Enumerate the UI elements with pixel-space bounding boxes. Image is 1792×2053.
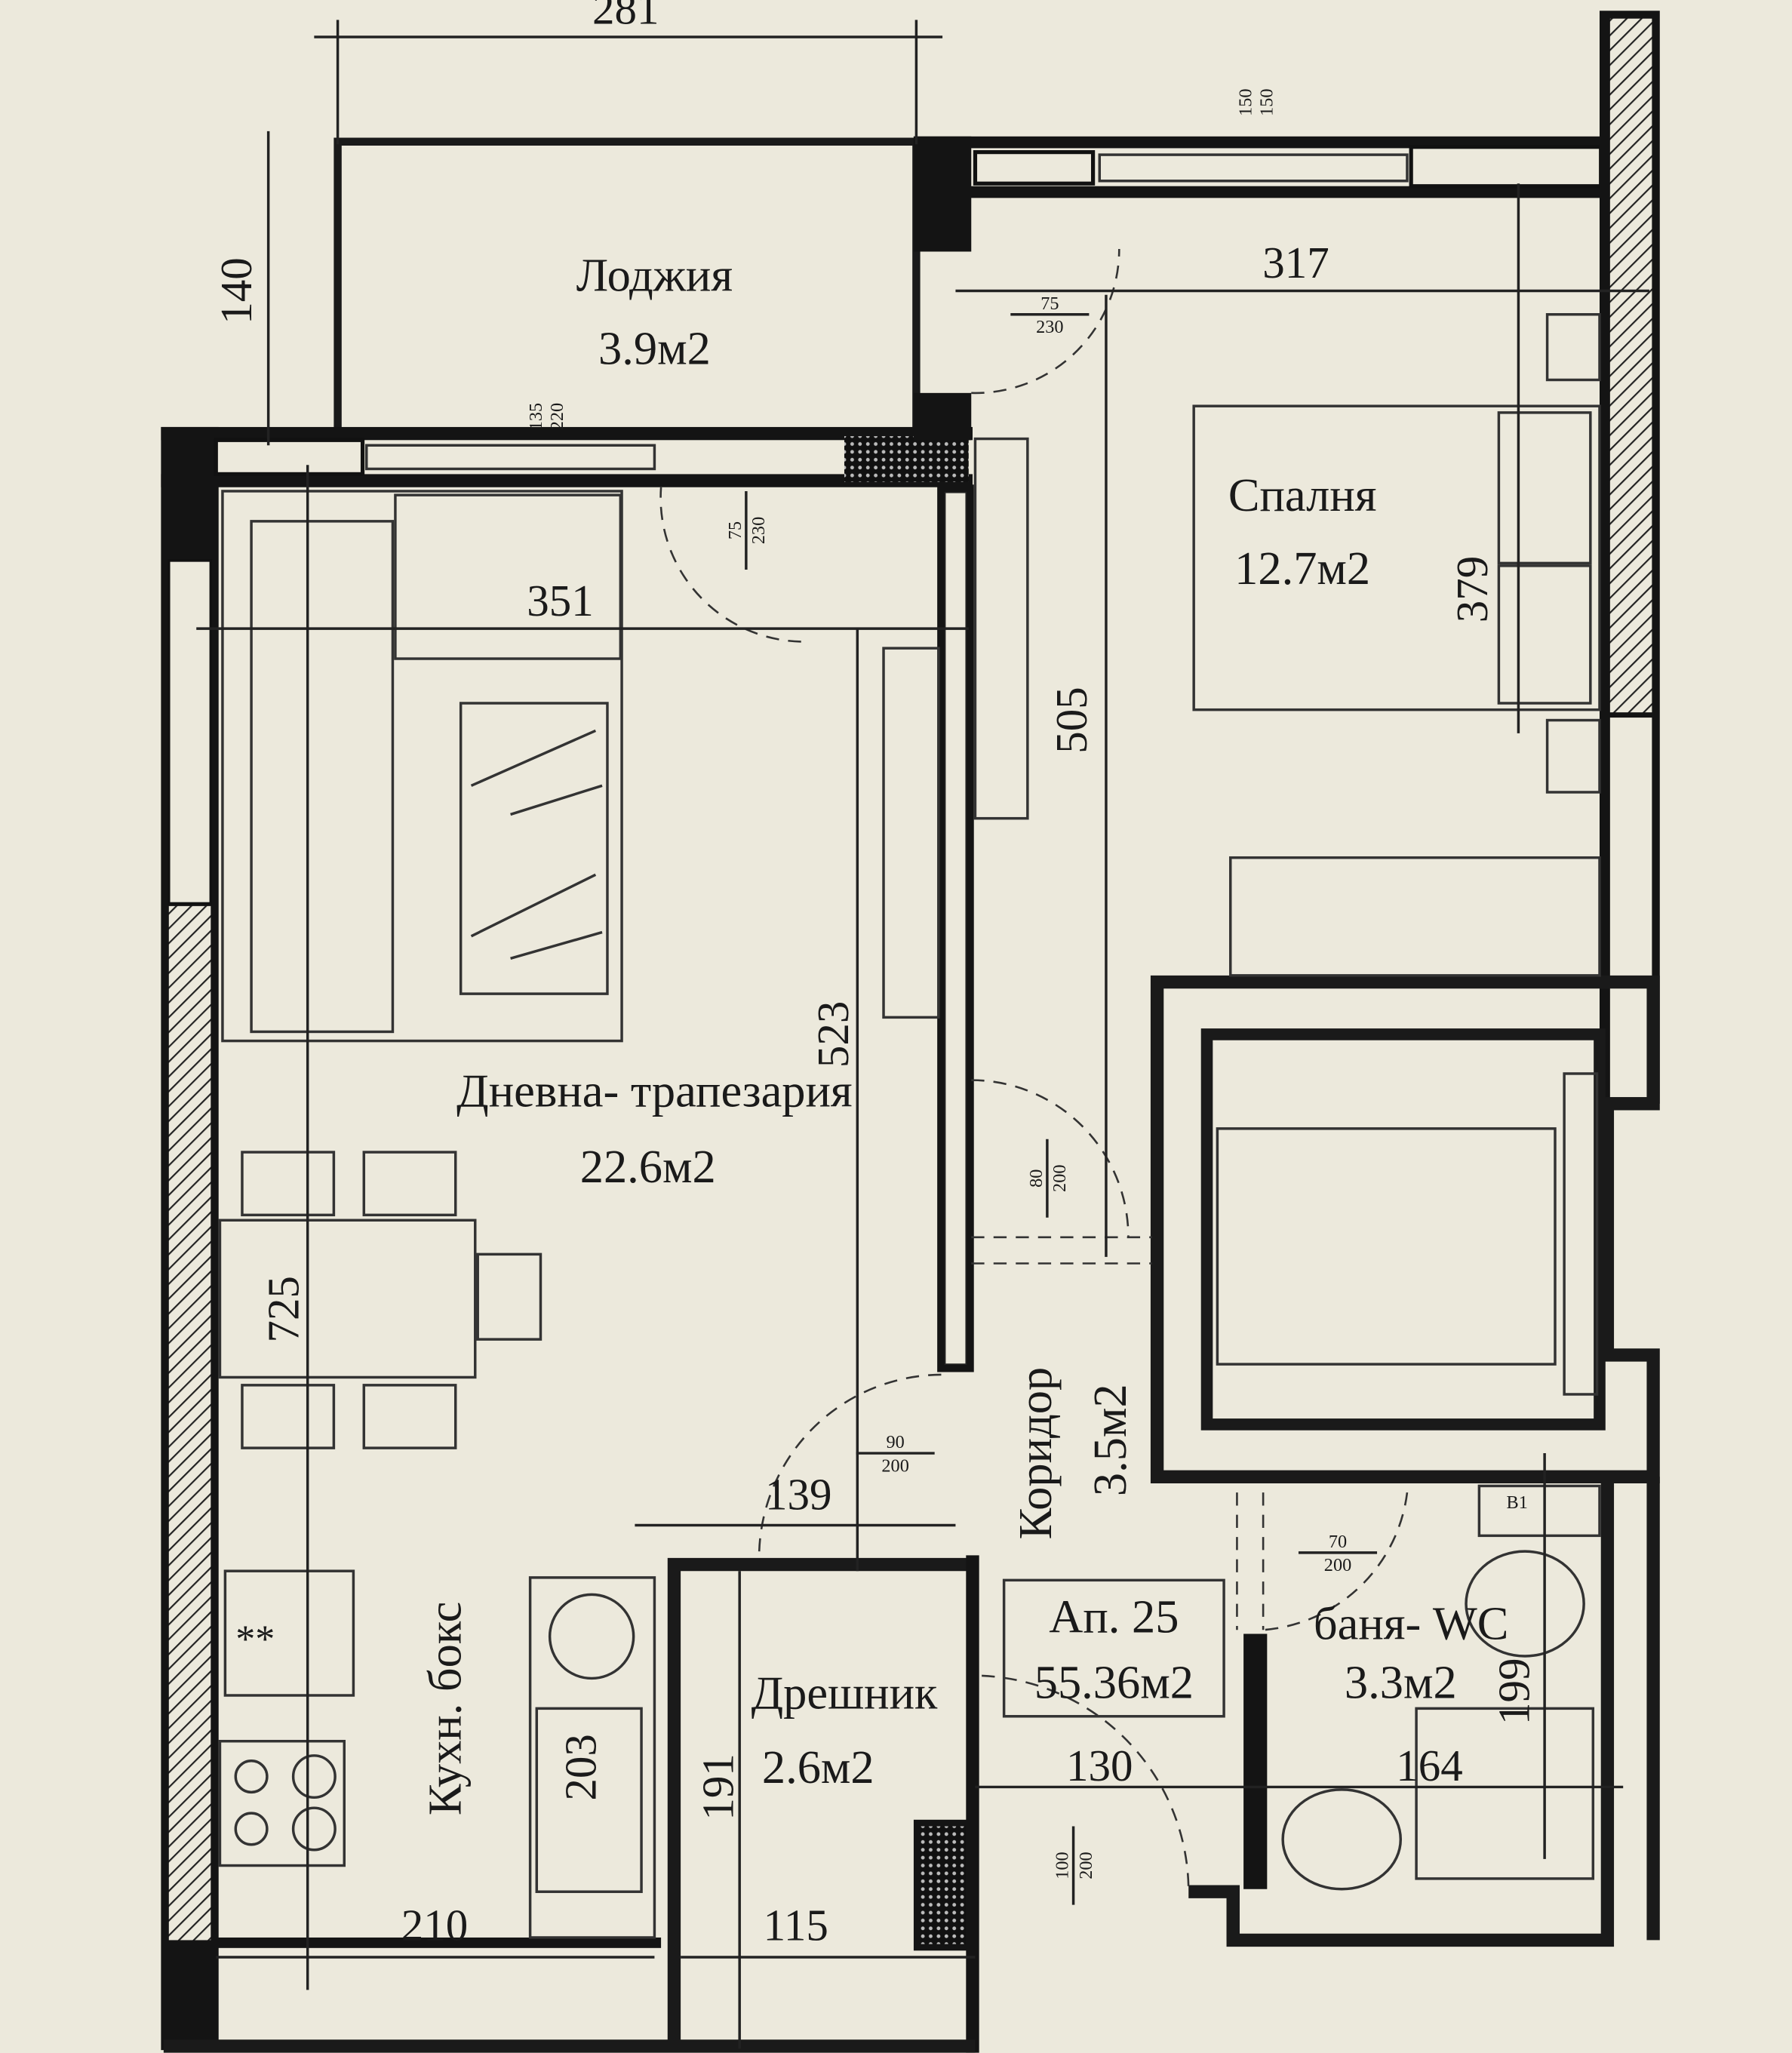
svg-text:75: 75 [1040,294,1059,314]
svg-text:80: 80 [1026,1169,1047,1188]
dim-living-width: 351 [527,576,593,625]
dim-corridor-length: 505 [1047,687,1096,753]
dim-bath-depth: 199 [1489,1658,1538,1725]
svg-text:200: 200 [1050,1165,1070,1192]
bathroom-name: баня- WC [1314,1597,1509,1649]
svg-text:150: 150 [1236,88,1256,115]
dim-loggia-width: 281 [592,0,659,34]
living-name: Дневна- трапезария [456,1064,853,1117]
furniture: ** [218,313,1601,1939]
walls [161,11,1660,2053]
room-labels: Лоджия 3.9м2 Спалня 12.7м2 Дневна- трапе… [419,249,1509,1816]
dim-corridor-width: 130 [1066,1741,1133,1790]
dimension-labels: 281 140 317 379 351 523 505 725 139 210 … [211,0,1538,1950]
svg-text:200: 200 [1076,1852,1096,1879]
svg-text:200: 200 [1324,1555,1351,1575]
dim-total-depth: 725 [259,1276,309,1342]
window-bedroom-label: 150 150 [1236,88,1277,115]
door-living-loggia-label: 75 230 [725,490,769,570]
svg-text:90: 90 [886,1432,904,1452]
svg-text:220: 220 [547,403,567,430]
dim-closet-width: 115 [764,1900,828,1950]
door-bedroom-balcony-label: 75 230 [1010,294,1090,337]
corridor-name: Коридор [1009,1367,1062,1540]
door-living-label: 90 200 [856,1432,935,1476]
kitchen-name: Кухн. бокс [419,1602,472,1815]
bathroom-area: 3.3м2 [1345,1655,1457,1708]
dim-bath-width: 164 [1396,1741,1462,1790]
svg-text:**: ** [235,1618,275,1661]
apartment-number: Ап. 25 [1049,1590,1179,1643]
apartment-label: Ап. 25 55.36м2 [1002,1578,1225,1718]
dim-bedroom-width: 317 [1262,238,1329,287]
door-swings [659,249,1409,1892]
loggia-area: 3.9м2 [598,322,711,375]
dim-kitchen-depth: 203 [555,1734,605,1800]
apartment-area: 55.36м2 [1034,1655,1194,1708]
dim-kitchen-width: 210 [401,1900,468,1950]
svg-text:70: 70 [1329,1532,1347,1552]
svg-text:200: 200 [881,1455,908,1476]
dim-closet-depth: 191 [693,1753,743,1820]
svg-text:230: 230 [1036,317,1063,337]
door-entry-label: 100 200 [1053,1826,1096,1905]
door-bedroom-label: 80 200 [1026,1139,1070,1218]
svg-text:230: 230 [748,517,769,544]
dim-loggia-depth: 140 [211,257,261,324]
loggia-name: Лоджия [576,249,733,302]
svg-text:100: 100 [1053,1852,1073,1879]
closet-area: 2.6м2 [762,1741,874,1793]
closet-name: Дрешник [752,1666,938,1719]
dimension-lines [196,20,1649,2049]
corridor-area: 3.5м2 [1083,1384,1136,1496]
dim-bedroom-depth: 379 [1447,556,1497,622]
dim-entry: 139 [765,1470,831,1520]
window-loggia-label: 135 220 [526,403,567,430]
door-bath-label: 70 200 [1298,1532,1378,1575]
living-area: 22.6м2 [580,1140,716,1193]
opening-labels: 135 220 150 150 75 230 75 230 80 200 90 … [526,88,1528,1905]
svg-text:135: 135 [526,403,546,430]
boiler-label: B1 [1507,1492,1528,1513]
svg-text:150: 150 [1256,88,1277,115]
svg-text:75: 75 [725,521,745,539]
bedroom-area: 12.7м2 [1234,542,1370,595]
dim-living-depth: 523 [808,1001,858,1068]
bedroom-name: Спалня [1228,469,1377,521]
